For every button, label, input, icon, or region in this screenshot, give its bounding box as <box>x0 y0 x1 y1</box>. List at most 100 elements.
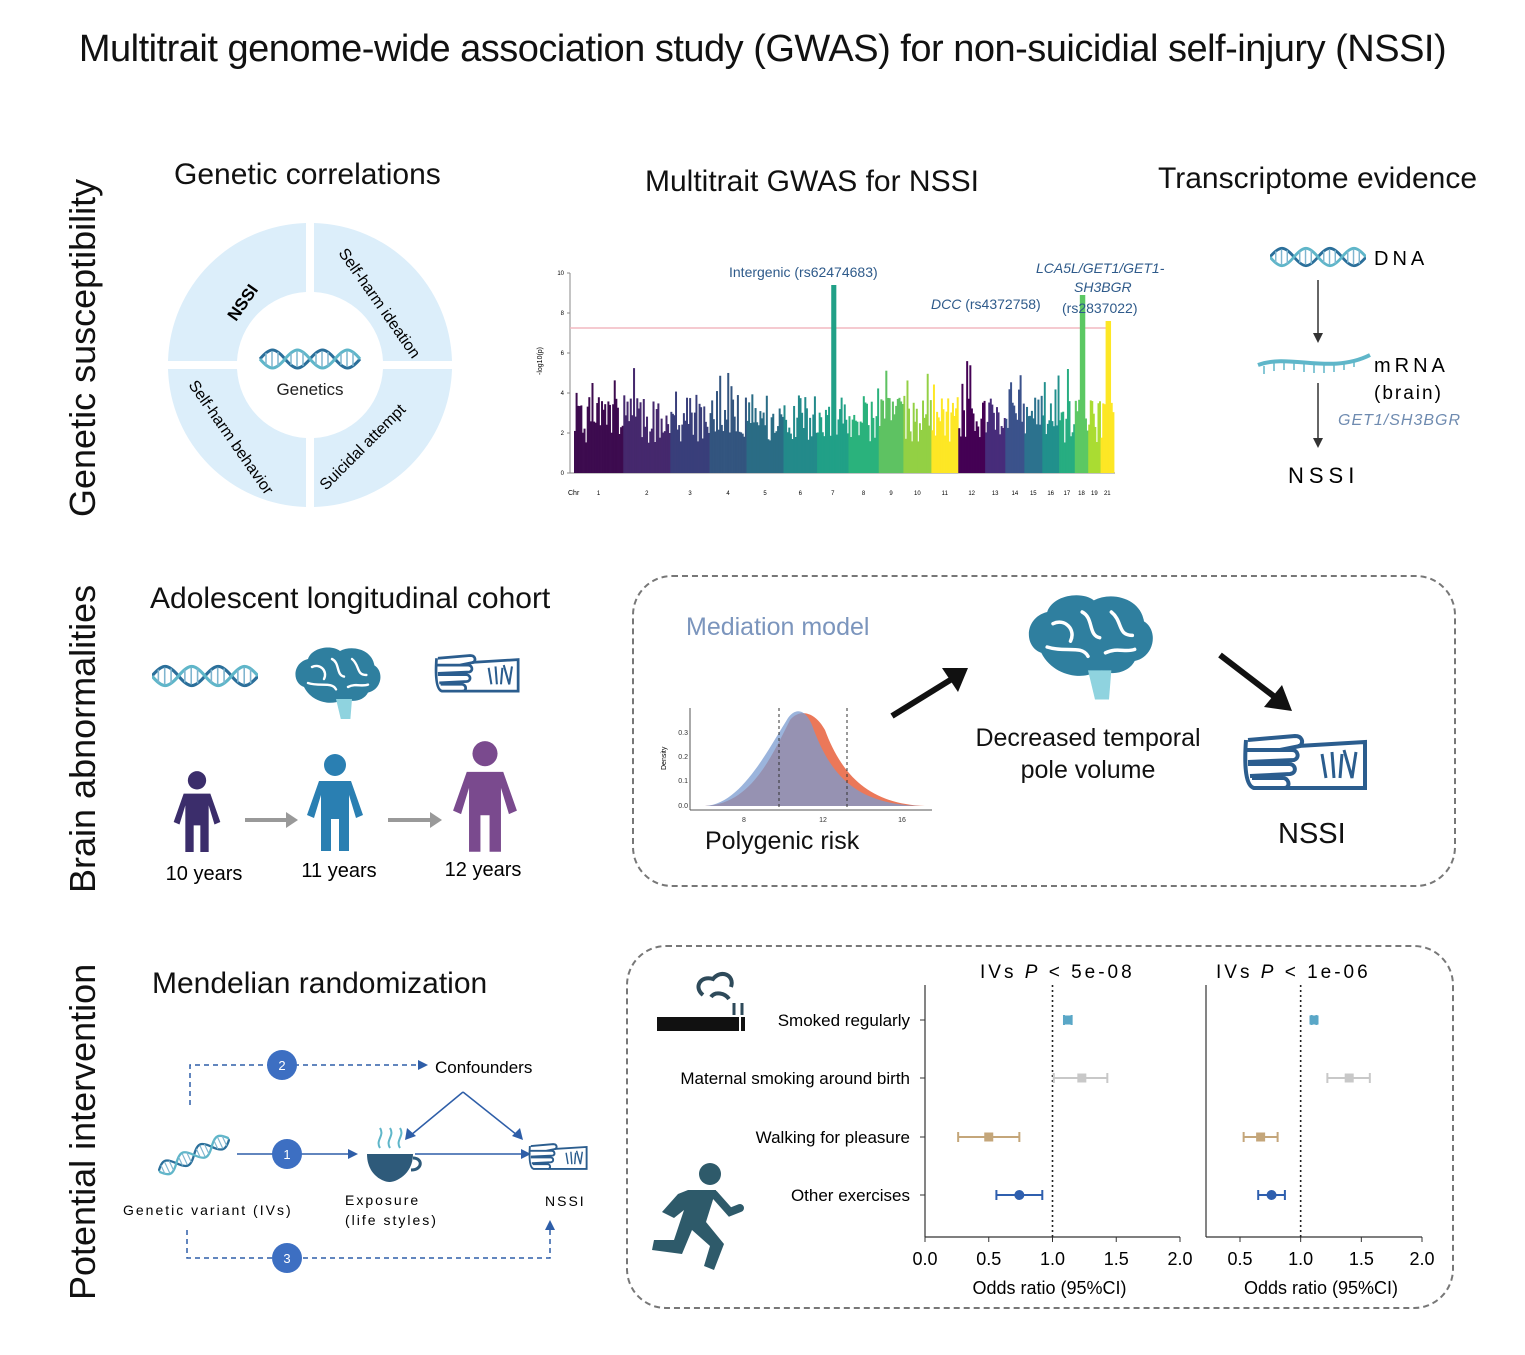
path-1-badge <box>272 1139 302 1169</box>
manhattan-bar <box>958 428 961 473</box>
transcriptome-title: Transcriptome evidence <box>1158 162 1478 195</box>
brain-icon-mediator <box>1027 593 1155 702</box>
manhattan-bar <box>662 432 665 473</box>
manhattan-bar <box>746 420 749 473</box>
manhattan-bar <box>754 408 757 473</box>
manhattan-bar <box>1099 401 1101 473</box>
forest-point <box>1309 1015 1319 1025</box>
manhattan-ylabel: -log10(p) <box>537 347 544 375</box>
manhattan-bar <box>975 421 978 473</box>
manhattan-bar <box>980 418 983 473</box>
mrna-icon <box>1257 353 1371 367</box>
manhattan-bar <box>1032 418 1035 473</box>
manhattan-bar <box>820 417 823 473</box>
manhattan-bar <box>835 434 838 473</box>
manhattan-bar <box>818 412 821 473</box>
forest-xtick: 2.0 <box>1409 1249 1434 1269</box>
mrna-tissue-label: (brain) <box>1374 383 1443 404</box>
manhattan-bar <box>978 437 981 473</box>
manhattan-bar <box>986 421 989 473</box>
forest-xtick: 1.0 <box>1040 1249 1065 1269</box>
manhattan-bar <box>997 412 1000 473</box>
manhattan-bar <box>698 403 701 473</box>
manhattan-bar <box>923 417 926 473</box>
manhattan-bar <box>880 399 883 473</box>
manhattan-bar <box>982 402 984 473</box>
manhattan-bar <box>1112 412 1115 473</box>
manhattan-bar <box>589 421 592 473</box>
forest-xtick: 0.0 <box>912 1249 937 1269</box>
manhattan-bar <box>786 432 789 473</box>
density-ytick-3: 0.3 <box>678 730 688 737</box>
manhattan-bar <box>886 397 889 473</box>
manhattan-bar <box>1035 424 1038 473</box>
manhattan-bar <box>1076 411 1079 473</box>
manhattan-bar <box>684 420 687 473</box>
manhattan-bar <box>612 404 615 473</box>
manhattan-bar <box>991 404 994 473</box>
manhattan-bar <box>878 425 881 473</box>
manhattan-bar <box>1094 426 1097 473</box>
manhattan-bar <box>850 437 853 473</box>
manhattan-chr-label: 6 <box>799 491 803 497</box>
manhattan-bar <box>1027 416 1030 473</box>
manhattan-bar <box>1000 426 1003 473</box>
manhattan-bar <box>842 423 845 473</box>
manhattan-bar <box>869 441 872 473</box>
forest-category-label: Walking for pleasure <box>756 1128 910 1147</box>
manhattan-bar <box>799 398 802 473</box>
density-ylabel: Density <box>661 746 668 770</box>
density-plot: 0.0 0.1 0.2 0.3 8 12 16 Density <box>661 708 932 824</box>
manhattan-bar <box>872 417 875 473</box>
manhattan-bar <box>644 426 647 473</box>
manhattan-bar <box>1030 410 1033 473</box>
manhattan-bar <box>909 431 912 473</box>
mediator-label: Decreased temporal pole volume <box>966 722 1210 786</box>
manhattan-bar <box>915 408 918 473</box>
manhattan-bar <box>695 394 698 473</box>
manhattan-bar <box>950 412 953 473</box>
manhattan-bar <box>631 415 634 473</box>
segment-ideation <box>314 223 452 361</box>
manhattan-bar <box>1059 420 1062 473</box>
forest-point <box>1344 1073 1354 1083</box>
manhattan-bar <box>775 431 778 473</box>
forest-point <box>984 1132 994 1142</box>
manhattan-bar <box>867 425 870 473</box>
manhattan-bar <box>650 428 653 473</box>
manhattan-bar <box>692 434 695 473</box>
forest-point <box>1077 1073 1087 1083</box>
manhattan-bar <box>1021 421 1024 473</box>
manhattan-chr-label: 19 <box>1091 491 1098 497</box>
manhattan-bar <box>759 411 762 473</box>
manhattan-bar <box>654 442 657 473</box>
manhattan-bar <box>813 396 816 473</box>
manhattan-bar <box>1016 419 1019 473</box>
manhattan-bar <box>895 405 898 473</box>
manhattan-bar <box>636 398 639 473</box>
manhattan-bar <box>585 442 588 473</box>
manhattan-bar <box>780 414 783 473</box>
segment-nssi <box>168 223 306 361</box>
manhattan-bar <box>891 401 894 473</box>
exposure-label-line1: Exposure <box>345 1192 420 1208</box>
manhattan-bar <box>701 438 704 473</box>
density-ytick-2: 0.2 <box>678 754 688 761</box>
manhattan-bar <box>851 419 854 473</box>
manhattan-bar <box>1097 403 1100 473</box>
manhattan-bar <box>1084 418 1087 473</box>
manhattan-bar <box>815 432 818 473</box>
manhattan-chr-label: 9 <box>889 491 893 497</box>
manhattan-bar <box>989 398 992 473</box>
forest-panel-title: IVs P < 5e-08 <box>980 962 1135 983</box>
manhattan-ytick: 8 <box>561 311 565 317</box>
manhattan-bar <box>712 419 715 473</box>
manhattan-bar <box>870 401 873 473</box>
manhattan-bar <box>951 402 954 473</box>
manhattan-bar <box>647 442 650 473</box>
manhattan-bar <box>918 423 921 473</box>
manhattan-bar <box>628 421 631 473</box>
manhattan-chr-label: 4 <box>726 491 730 497</box>
cup-icon <box>367 1127 422 1182</box>
manhattan-chr-label: 17 <box>1064 491 1071 497</box>
